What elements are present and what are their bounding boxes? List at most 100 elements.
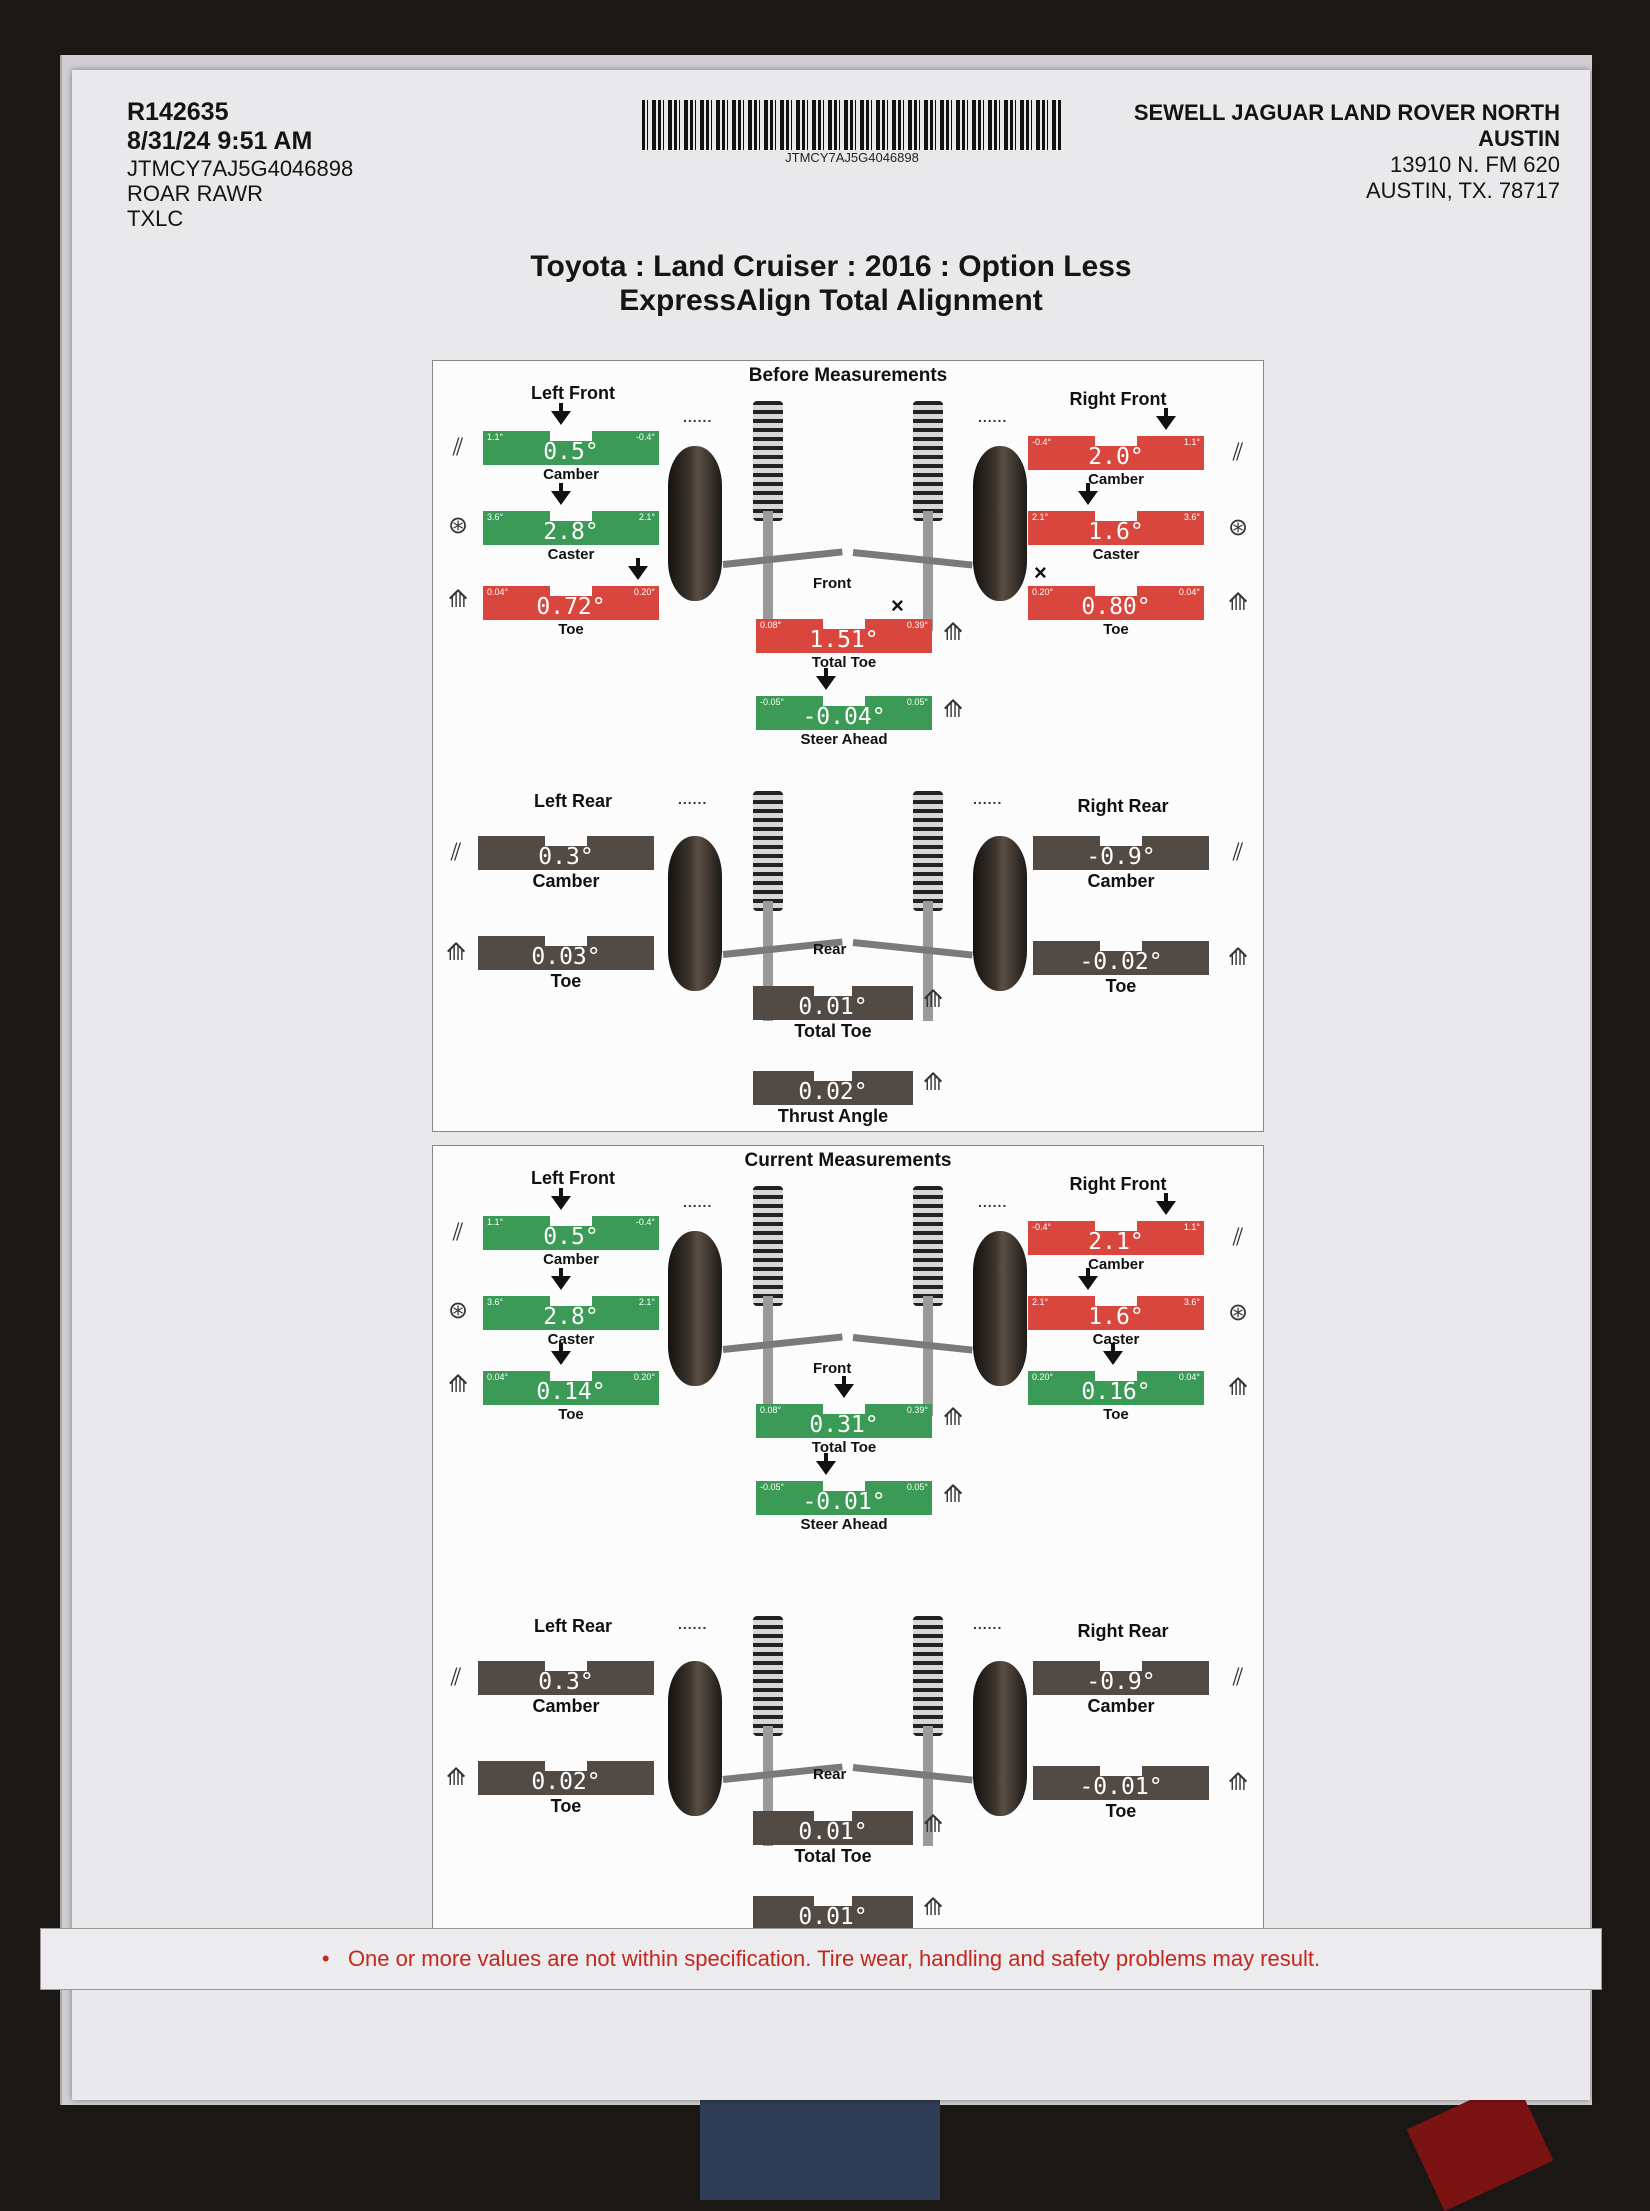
before-lf-camber-gauge: 1.1°-0.4°0.5°Camber <box>483 403 659 483</box>
measured-value: 2.8° <box>543 519 599 545</box>
before-rear-right-strut <box>923 901 933 1021</box>
current-lf-toe-gauge: 0.04°0.20°0.14°Toe <box>483 1343 659 1423</box>
barcode <box>642 100 1062 150</box>
before-front-left-control-arm <box>722 548 843 568</box>
indicator-arrow-icon <box>1078 1268 1098 1290</box>
measured-value: -0.04° <box>802 704 886 730</box>
spec-min: -0.05° <box>760 697 785 707</box>
measurement-caption: Camber <box>1088 471 1144 488</box>
measurement-caption: Total Toe <box>794 1846 872 1866</box>
measured-value: -0.01° <box>802 1489 886 1515</box>
measurement-caption: Total Toe <box>794 1021 872 1041</box>
toe-icon: ⟰ <box>1227 1769 1249 1796</box>
camber-icon: ⫽ <box>1232 1664 1244 1691</box>
measurement-caption: Camber <box>543 1251 599 1268</box>
warning-text: One or more values are not within specif… <box>347 1946 1321 1971</box>
current-lr-camber-gauge: 0.3°Camber <box>478 1661 654 1716</box>
left-front-label: Left Front <box>531 1168 615 1188</box>
measurement-caption: Toe <box>550 971 582 991</box>
state-code: TXLC <box>127 206 184 231</box>
current-front-right-tire <box>973 1231 1027 1386</box>
measured-value: 0.01° <box>798 1819 868 1845</box>
measured-value: 0.01° <box>798 994 868 1020</box>
background-fabric <box>700 2090 940 2200</box>
dots-separator: ...... <box>978 409 1008 425</box>
toe-icon: ⟰ <box>1227 1374 1249 1401</box>
current-front-left-tire <box>668 1231 722 1386</box>
measured-value: 0.3° <box>538 844 594 870</box>
toe-icon: ⟰ <box>1227 944 1249 971</box>
spec-max: 0.39° <box>906 1405 928 1415</box>
spec-min: 0.08° <box>760 620 782 630</box>
toe-icon: ⟰ <box>445 939 467 966</box>
before-lr-camber-gauge: 0.3°Camber <box>478 836 654 891</box>
measurement-caption: Thrust Angle <box>777 1106 889 1126</box>
current-lf-caster-gauge: 3.6°2.1°2.8°Caster <box>483 1268 659 1348</box>
before-rear-left-tire <box>668 836 722 991</box>
current-front-left-spring <box>753 1186 783 1306</box>
measurement-caption: Camber <box>543 466 599 483</box>
measured-value: 0.80° <box>1081 594 1151 620</box>
spec-min: 0.04° <box>487 1372 509 1382</box>
indicator-arrow-icon <box>1156 1193 1176 1215</box>
before-rear-right-control-arm <box>852 939 973 959</box>
spec-min: 0.20° <box>1032 587 1054 597</box>
toe-icon: ⟰ <box>445 1764 467 1791</box>
measured-value: 0.16° <box>1081 1379 1151 1405</box>
customer-name: ROAR RAWR <box>127 181 264 206</box>
indicator-arrow-icon <box>1103 1343 1123 1365</box>
current-rear-right-tire <box>973 1661 1027 1816</box>
dealer-name-line1: SEWELL JAGUAR LAND ROVER NORTH <box>1133 100 1560 125</box>
measurement-caption: Steer Ahead <box>800 731 888 748</box>
before-steer-ahead-gauge: -0.05° 0.05° -0.04°Steer Ahead <box>756 668 932 748</box>
current-rr-camber-gauge: -0.9°Camber <box>1033 1661 1209 1716</box>
measurement-caption: Toe <box>1103 1406 1129 1423</box>
current-rf-toe-gauge: 0.20°0.04°0.16°Toe <box>1028 1343 1204 1423</box>
dealer-address1: 13910 N. FM 620 <box>1390 152 1560 177</box>
measurement-caption: Toe <box>1105 976 1137 996</box>
camber-icon: ⫽ <box>1232 1224 1244 1251</box>
measurement-caption: Toe <box>550 1796 582 1816</box>
report-title: Toyota : Land Cruiser : 2016 : Option Le… <box>72 250 1590 318</box>
measured-value: -0.02° <box>1079 949 1163 975</box>
dots-separator: ...... <box>973 791 1003 807</box>
before-total-toe-front-gauge: 0.08°0.39°1.51°Total Toe× <box>756 593 932 671</box>
current-rear-right-strut <box>923 1726 933 1846</box>
measurement-caption: Camber <box>1088 1256 1144 1273</box>
current-front-right-control-arm <box>852 1334 973 1354</box>
indicator-arrow-icon <box>1078 483 1098 505</box>
dots-separator: ...... <box>978 1194 1008 1210</box>
left-front-label: Left Front <box>531 383 615 403</box>
measured-value: 2.0° <box>1088 444 1144 470</box>
measured-value: -0.01° <box>1079 1774 1163 1800</box>
before-rear-left-spring <box>753 791 783 911</box>
before-rear-left-strut <box>763 901 773 1021</box>
current-rear-left-spring <box>753 1616 783 1736</box>
measured-value: 0.3° <box>538 1669 594 1695</box>
rear-label: Rear <box>813 1766 847 1783</box>
camber-icon: ⫽ <box>450 1664 462 1691</box>
spec-max: 0.05° <box>906 697 928 707</box>
current-rear-right-spring <box>913 1616 943 1736</box>
spec-min: 3.6° <box>487 512 504 522</box>
measured-value: 0.31° <box>809 1412 879 1438</box>
current-rr-toe-gauge: -0.01°Toe <box>1033 1766 1209 1821</box>
spec-min: 1.1° <box>487 1217 504 1227</box>
spec-min: 3.6° <box>487 1297 504 1307</box>
toe-icon: ⟰ <box>1227 589 1249 616</box>
current-rf-camber-gauge: -0.4°1.1°2.1°Camber <box>1028 1193 1204 1273</box>
toe-icon: ⟰ <box>447 1371 469 1398</box>
measurement-caption: Steer Ahead <box>800 1516 888 1533</box>
current-rear-left-tire <box>668 1661 722 1816</box>
measurement-caption: Total Toe <box>811 654 877 671</box>
vehicle-title: Toyota : Land Cruiser : 2016 : Option Le… <box>530 250 1132 283</box>
header-right: SEWELL JAGUAR LAND ROVER NORTH AUSTIN 13… <box>1134 100 1560 204</box>
measurement-caption: Caster <box>1092 1331 1140 1348</box>
spec-max: -0.4° <box>635 1217 655 1227</box>
current-front-left-control-arm <box>722 1333 843 1353</box>
dots-separator: ...... <box>678 791 708 807</box>
spec-max: 1.1° <box>1183 437 1200 447</box>
before-rr-camber-gauge: -0.9°Camber <box>1033 836 1209 891</box>
